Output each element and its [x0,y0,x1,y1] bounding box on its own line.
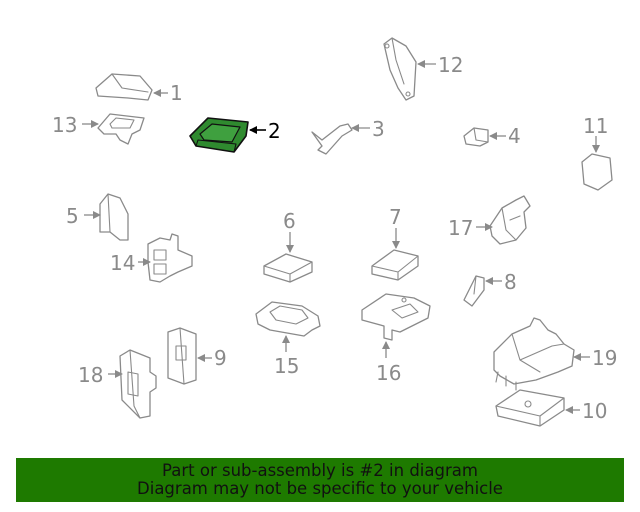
callout-1: 1 [170,81,183,105]
part-2[interactable]: 2 [189,117,281,153]
part-10[interactable]: 10 [495,389,607,427]
part-4[interactable]: 4 [463,124,521,148]
callout-4: 4 [508,124,521,148]
part-9[interactable]: 9 [167,327,227,385]
part-8[interactable]: 8 [463,270,517,307]
part-17[interactable]: 17 [448,195,531,245]
callout-6: 6 [283,209,296,233]
part-16[interactable]: 16 [361,293,431,385]
part-11[interactable]: 11 [581,114,613,191]
banner-line-2: Diagram may not be specific to your vehi… [137,479,503,498]
part-3[interactable]: 3 [311,117,385,155]
callout-8: 8 [504,270,517,294]
part-5[interactable]: 5 [66,193,129,241]
callout-14: 14 [110,251,135,275]
info-banner: Part or sub-assembly is #2 in diagram Di… [16,458,624,502]
part-13[interactable]: 13 [52,113,145,145]
part-6[interactable]: 6 [263,209,313,283]
part-7[interactable]: 7 [371,205,419,281]
callout-2: 2 [268,119,281,143]
callout-17: 17 [448,216,473,240]
part-1[interactable]: 1 [95,73,183,105]
callout-3: 3 [372,117,385,141]
part-14[interactable]: 14 [110,233,193,283]
banner-line-1: Part or sub-assembly is #2 in diagram [162,461,478,480]
part-15[interactable]: 15 [255,301,321,378]
callout-9: 9 [214,346,227,370]
callout-19: 19 [592,346,617,370]
part-19[interactable]: 19 [493,317,617,391]
parts-diagram: 1 2 3 4 11 12 13 [52,37,617,427]
callout-5: 5 [66,204,79,228]
callout-11: 11 [583,114,608,138]
callout-13: 13 [52,113,77,137]
callout-15: 15 [274,354,299,378]
callout-18: 18 [78,363,103,387]
callout-16: 16 [376,361,401,385]
callout-12: 12 [438,53,463,77]
part-18[interactable]: 18 [78,349,157,419]
callout-10: 10 [582,399,607,423]
part-12[interactable]: 12 [383,37,463,101]
callout-7: 7 [389,205,402,229]
